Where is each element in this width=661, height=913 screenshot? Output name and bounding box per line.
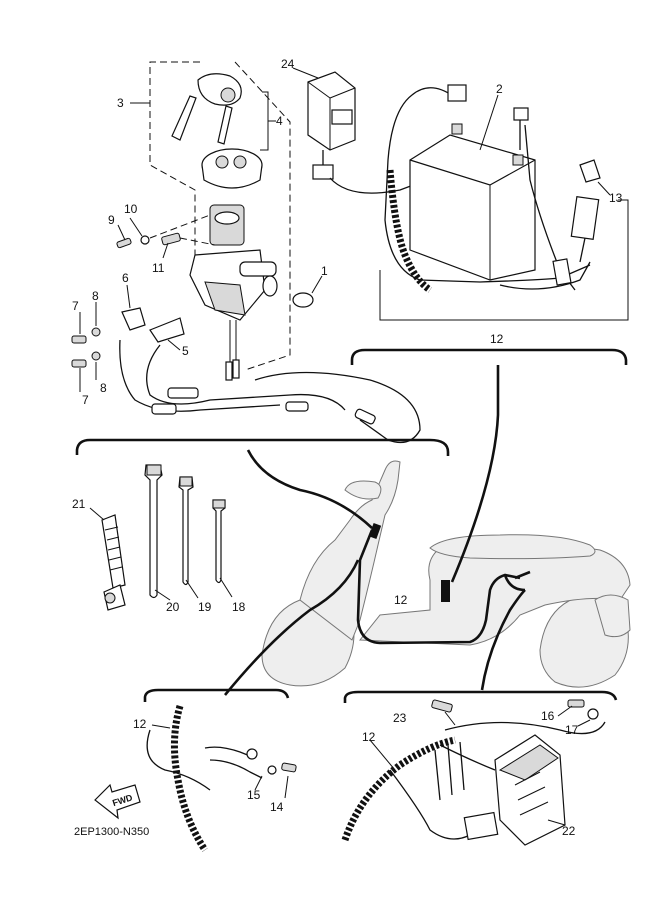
label-17: 17 <box>565 723 579 737</box>
bolts-9-10-11 <box>116 214 216 259</box>
label-12c: 12 <box>133 717 147 731</box>
label-21: 21 <box>72 497 86 511</box>
label-20: 20 <box>166 600 180 614</box>
label-15: 15 <box>247 788 261 802</box>
label-22: 22 <box>562 824 576 838</box>
label-18: 18 <box>232 600 246 614</box>
rectifier-part-22 <box>494 734 566 846</box>
label-6: 6 <box>122 271 129 285</box>
part-labels: 1 2 3 4 5 6 7 8 7 8 9 10 11 12 12 12 12 … <box>72 57 623 838</box>
label-8b: 8 <box>100 381 107 395</box>
key-part-3 <box>171 73 242 145</box>
fwd-arrow-icon <box>94 783 141 820</box>
cable-tie-21 <box>101 514 126 611</box>
label-11: 11 <box>152 261 165 275</box>
cable-tie-18 <box>212 499 226 584</box>
scooter-silhouette <box>261 460 631 688</box>
cable-tie-19 <box>178 476 194 586</box>
label-3: 3 <box>117 96 124 110</box>
main-switch-body <box>189 204 278 381</box>
label-10: 10 <box>124 202 138 216</box>
label-8a: 8 <box>92 289 99 303</box>
label-5: 5 <box>182 344 189 358</box>
cable-ties <box>89 464 233 611</box>
diagram-code: 2EP1300-N350 <box>74 826 149 838</box>
label-7a: 7 <box>72 299 79 313</box>
label-12d: 12 <box>362 730 376 744</box>
label-23: 23 <box>393 711 407 725</box>
cover-part-4 <box>201 148 263 189</box>
switch-cables <box>119 339 421 444</box>
battery-part-2 <box>409 94 536 281</box>
cable-tie-20 <box>144 464 163 599</box>
ecu-part-24 <box>292 67 441 194</box>
label-13: 13 <box>609 191 623 205</box>
label-12a: 12 <box>490 332 504 346</box>
label-7b: 7 <box>82 393 89 407</box>
label-12b: 12 <box>394 593 408 607</box>
label-9: 9 <box>108 213 115 227</box>
grommet-part-1 <box>292 292 314 308</box>
label-1: 1 <box>321 264 328 278</box>
label-24: 24 <box>281 57 295 71</box>
rectifier-detail-right <box>341 699 606 846</box>
fuse-part-13 <box>570 159 611 263</box>
main-switch-panel <box>71 61 421 444</box>
panel-dividers <box>75 348 628 703</box>
label-19: 19 <box>198 600 212 614</box>
brackets-5-6 <box>71 284 185 392</box>
label-16: 16 <box>541 709 555 723</box>
label-2: 2 <box>496 82 503 96</box>
ground-detail-left <box>94 705 297 852</box>
label-14: 14 <box>270 800 284 814</box>
battery-panel <box>292 67 629 321</box>
label-4: 4 <box>276 114 283 128</box>
